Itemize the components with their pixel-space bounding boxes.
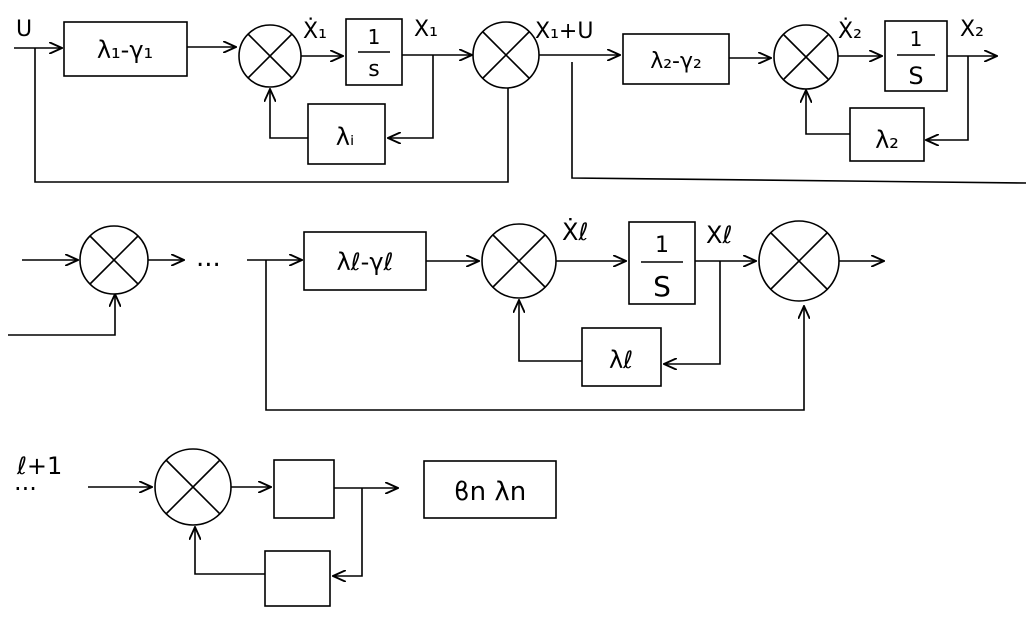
row2-side-input-wire <box>8 294 115 336</box>
summing-junction-1 <box>238 24 302 88</box>
svg-text:1: 1 <box>655 233 669 258</box>
gain-1-label: λ₁-γ₁ <box>97 36 153 64</box>
sum-out-label: X₁+U <box>535 19 593 44</box>
int2-feedback-wire <box>926 56 969 140</box>
gain-block-2 <box>622 33 730 85</box>
feedback-l-label: λℓ <box>609 346 633 374</box>
deriv-xl-label: Ẋℓ <box>562 217 588 246</box>
index-l-plus-1-label: ℓ+1 <box>16 452 62 480</box>
int1-feedback-wire <box>388 55 434 138</box>
gain-block-1 <box>63 21 188 77</box>
feedback-l-to-sum5 <box>519 300 582 362</box>
state-xl-label: Xℓ <box>706 221 732 249</box>
summing-junction-5 <box>481 223 557 299</box>
summing-junction-2 <box>472 21 540 89</box>
feedback2-to-sum3 <box>806 90 850 135</box>
feedforward-wire-1 <box>34 48 509 183</box>
summing-junction-4 <box>79 225 149 295</box>
empty-block-feedback <box>264 550 331 607</box>
row2-ellipsis: ... <box>196 243 221 273</box>
row3-feedback-wire <box>333 488 363 576</box>
svg-text:S: S <box>908 62 923 90</box>
svg-text:S: S <box>653 270 671 303</box>
gain-l-label: λℓ-γℓ <box>337 248 394 276</box>
state-x1-label: X₁ <box>414 17 438 42</box>
feedback1-to-sum1 <box>270 89 308 139</box>
svg-text:1: 1 <box>368 25 381 49</box>
row3-dots: ... <box>14 468 37 496</box>
int-l-feedback-wire <box>664 261 721 364</box>
feedback-block-1 <box>307 103 386 165</box>
deriv-x1-label: Ẋ₁ <box>303 18 327 44</box>
input-label-u: U <box>16 17 32 42</box>
feedback-block-l <box>581 327 662 387</box>
integrator-block-2: 1 S <box>884 20 948 92</box>
forward-bus-wire <box>571 62 1026 184</box>
feedback-to-sum7 <box>195 527 265 575</box>
feedback-1-label: λᵢ <box>336 123 355 151</box>
gain-block-l <box>303 231 427 291</box>
svg-text:1: 1 <box>910 27 923 51</box>
gain-2-label: λ₂-γ₂ <box>650 49 702 74</box>
state-x2-label: X₂ <box>960 17 984 42</box>
output-block-bn-lambda-n <box>423 460 557 519</box>
feedforward-wire-l <box>265 260 804 411</box>
integrator-block-1: 1 s <box>345 18 403 86</box>
integrator-block-l: 1 S <box>628 221 696 305</box>
summing-junction-7 <box>154 448 232 526</box>
feedback-2-label: λ₂ <box>875 126 899 154</box>
feedback-block-2 <box>849 107 925 162</box>
summing-junction-6 <box>758 220 840 302</box>
svg-text:s: s <box>368 57 379 82</box>
output-block-label: ϐn λn <box>454 477 527 507</box>
empty-block-forward <box>273 459 335 519</box>
deriv-x2-label: Ẋ₂ <box>838 18 862 44</box>
summing-junction-3 <box>773 24 839 90</box>
